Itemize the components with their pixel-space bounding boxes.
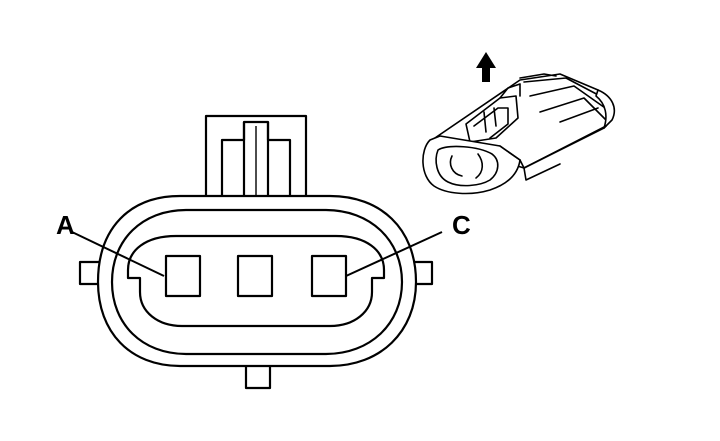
iso-front-opening xyxy=(435,145,499,187)
up-arrow-icon xyxy=(476,52,496,82)
leader-line-a xyxy=(71,231,165,277)
pin-label-c: C xyxy=(452,210,471,240)
leader-line-c xyxy=(345,231,443,277)
terminal-cavity-b xyxy=(236,254,274,298)
terminal-cavity-a xyxy=(164,254,202,298)
terminal-cavity-c xyxy=(310,254,348,298)
connector-front-view xyxy=(78,114,434,390)
latch-inner-left xyxy=(220,120,292,200)
pin-label-a: A xyxy=(56,210,75,240)
latch-bar xyxy=(242,122,270,200)
connector-isometric-view xyxy=(422,73,616,195)
